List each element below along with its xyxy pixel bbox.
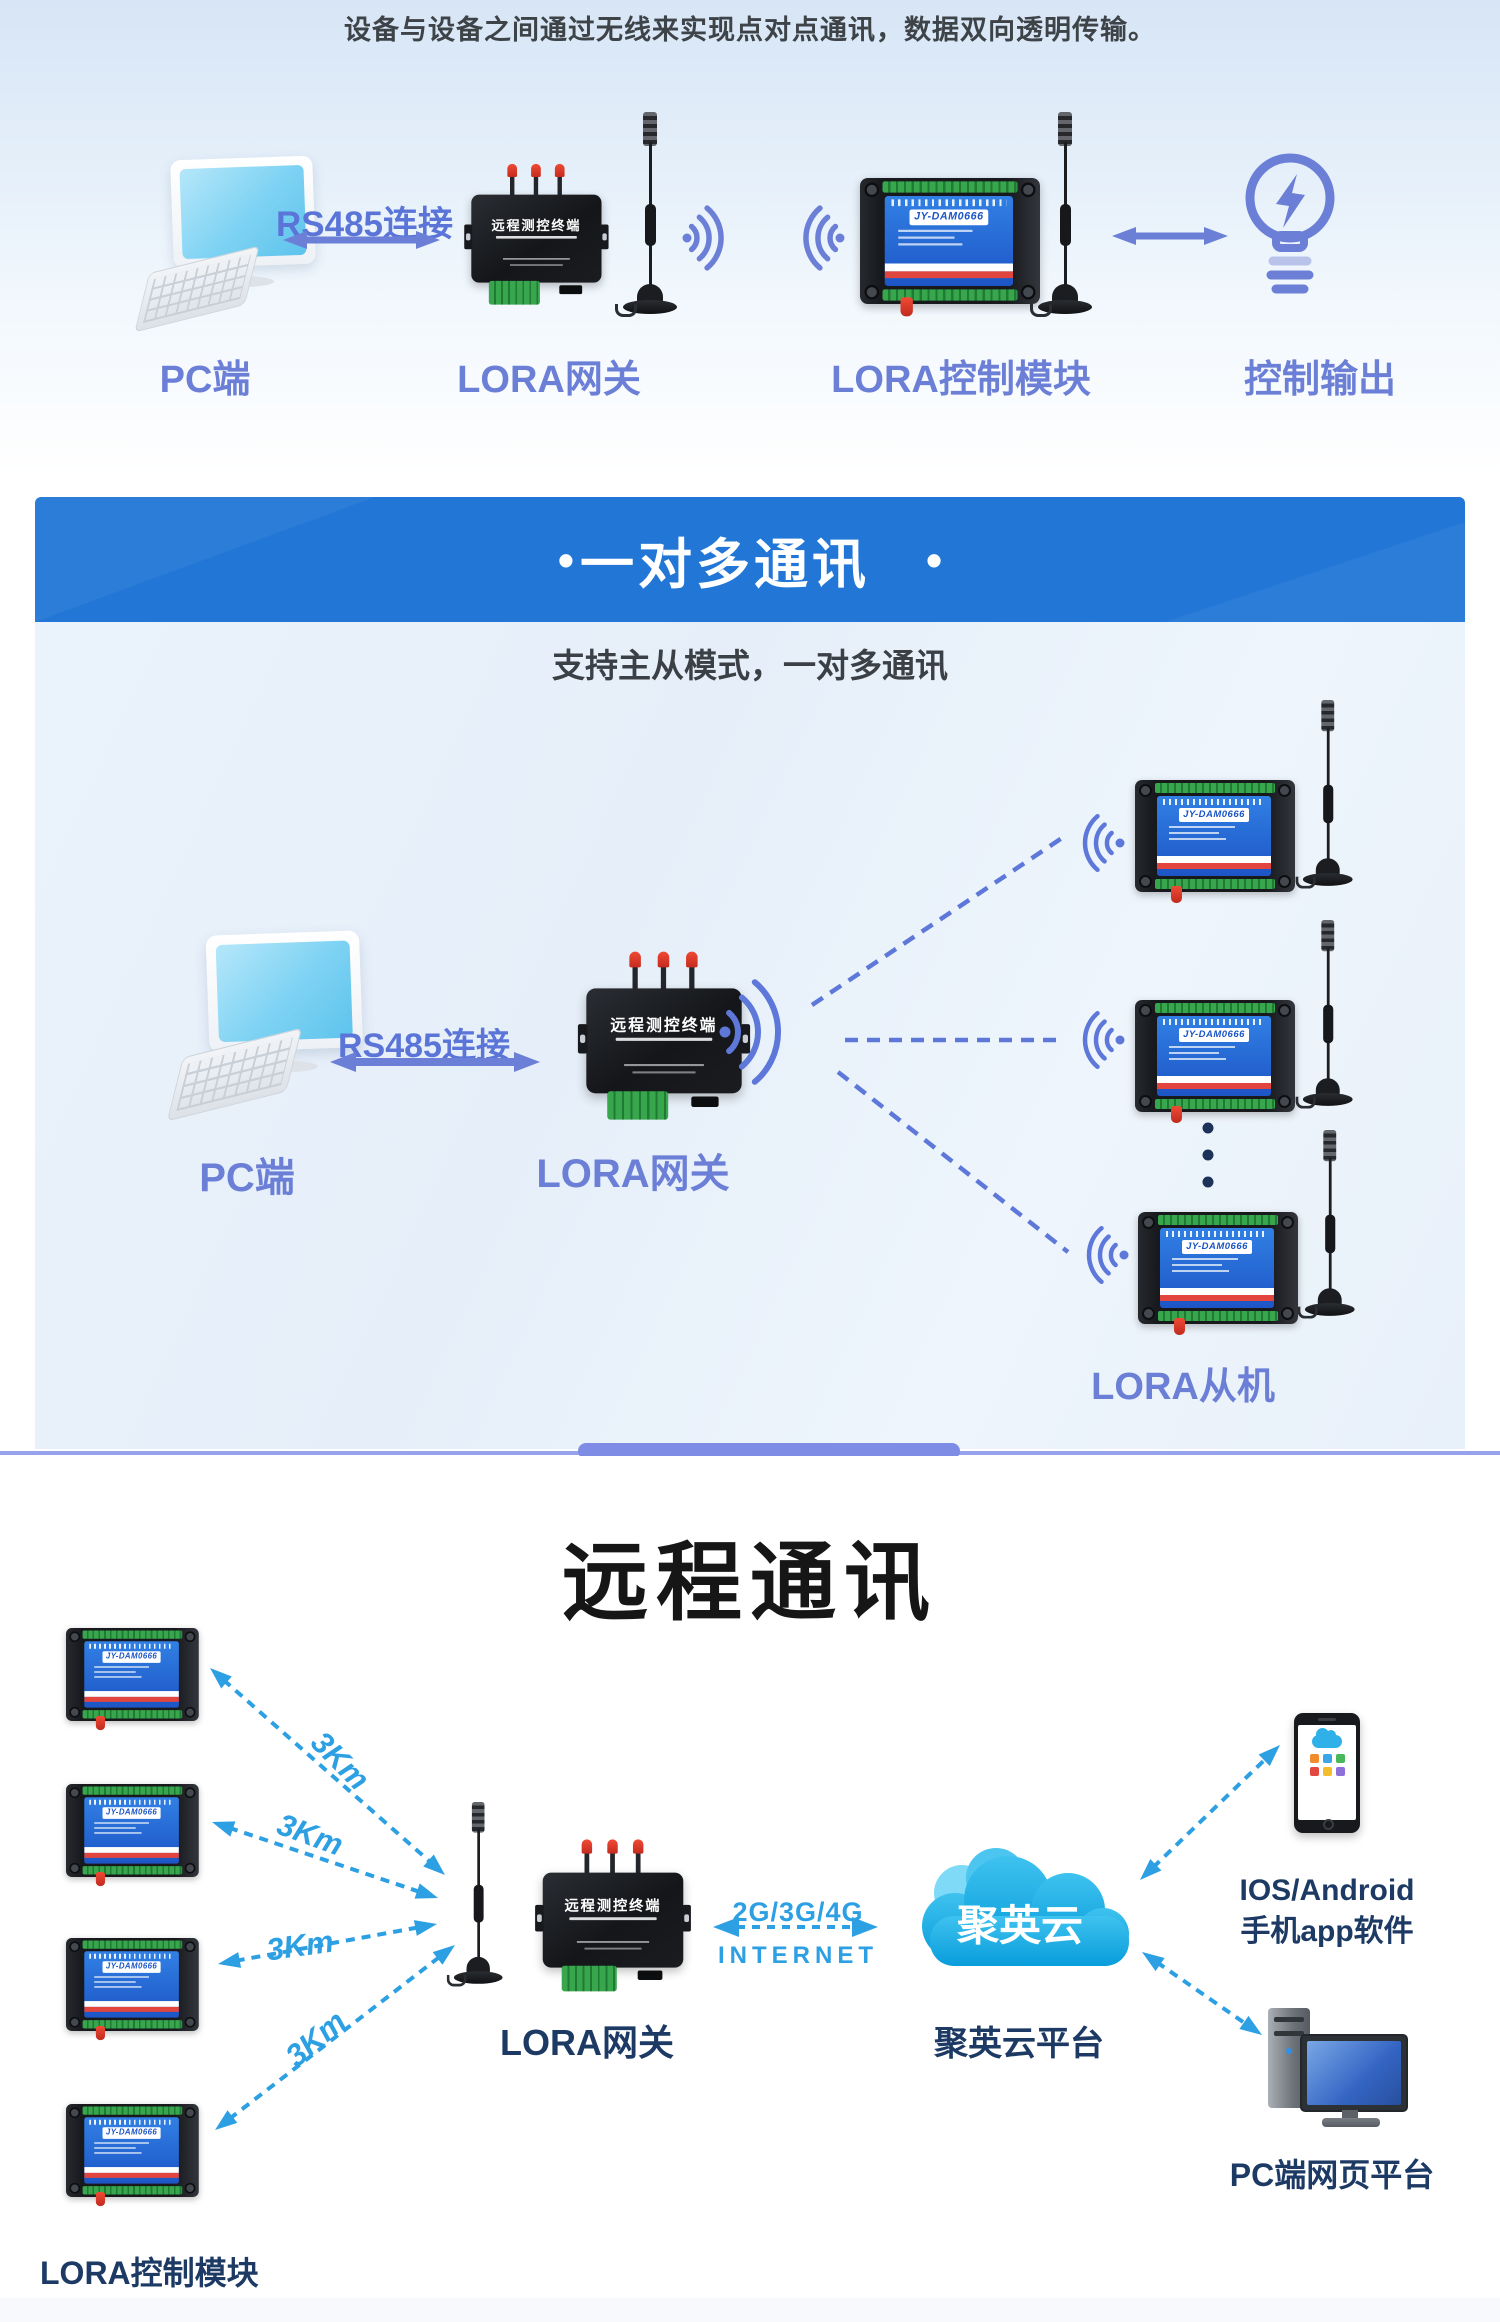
monitor-icon <box>1300 2034 1408 2112</box>
cloud-name-label: 聚英云 <box>956 1902 1083 1949</box>
whip-antenna-icon <box>615 112 678 320</box>
lora-slave-device: JY-DAM0666 <box>1135 1000 1295 1123</box>
module-model-label: JY-DAM0666 <box>1181 1240 1253 1254</box>
terminal-block-icon <box>488 280 540 305</box>
antenna-icon <box>686 951 698 991</box>
lora-slave-device: JY-DAM0666 <box>1138 1212 1298 1335</box>
lora-gateway-device: 远程测控终端 <box>464 163 609 307</box>
control-module-device: JY-DAM0666 <box>66 1938 199 2041</box>
whip-antenna-icon <box>1030 112 1093 320</box>
label-lora-slave: LORA从机 <box>1091 1366 1275 1408</box>
lora-gateway-device: 远程测控终端 <box>577 951 751 1123</box>
signal-arcs-icon <box>803 205 845 271</box>
desktop-icon <box>1268 2008 1418 2128</box>
terminal-block-icon <box>607 1091 669 1120</box>
module-model-label: JY-DAM0666 <box>102 1807 161 1819</box>
module-model-label: JY-DAM0666 <box>102 2127 161 2139</box>
bulb-lightning-icon <box>1245 153 1335 294</box>
antenna-connector-icon <box>95 1871 106 1887</box>
distance-label: 3Km <box>272 1806 348 1863</box>
section2-subtitle: 支持主从模式，一对多通讯 <box>552 647 948 684</box>
label-lora-gateway: LORA网关 <box>500 2022 674 2063</box>
terminal-block-icon <box>561 1965 617 1992</box>
gateway-name-label: 远程测控终端 <box>610 1016 718 1035</box>
whip-antenna-icon <box>1295 920 1354 1111</box>
section3-title: 远程通讯 <box>562 1535 938 1631</box>
module-model-label: JY-DAM0666 <box>1178 808 1250 822</box>
section-remote-communication: 远程通讯 JY-DAM0666 JY-DAM0666 <box>0 1456 1500 2322</box>
label-control-output: 控制输出 <box>1243 359 1396 401</box>
control-module-device: JY-DAM0666 <box>66 1628 199 1731</box>
whip-antenna-icon <box>1295 700 1354 891</box>
label-lora-control-modules: LORA控制模块 <box>40 2255 259 2291</box>
whip-antenna-icon <box>446 1802 503 1989</box>
section1-title: 设备与设备之间通过无线来实现点对点通讯，数据双向透明传输。 <box>344 15 1156 45</box>
lora-slave-device: JY-DAM0666 <box>1135 780 1295 903</box>
antenna-connector-icon <box>95 2191 106 2207</box>
label-mobile-app-line2: 手机app软件 <box>1240 1915 1414 1948</box>
control-module-device: JY-DAM0666 <box>860 178 1040 317</box>
gateway-name-label: 远程测控终端 <box>491 218 582 234</box>
pc-icon <box>134 155 330 333</box>
bullet-icon: • <box>557 533 574 586</box>
label-pc-web-platform: PC端网页平台 <box>1229 2157 1435 2193</box>
antenna-icon <box>507 163 518 197</box>
label-pc: PC端 <box>199 1156 295 1200</box>
antenna-connector-icon <box>95 2025 106 2041</box>
app-cloud-logo-icon <box>1312 1728 1342 1748</box>
label-lora-control-module: LORA控制模块 <box>831 359 1091 401</box>
module-model-label: JY-DAM0666 <box>909 209 989 226</box>
antenna-icon <box>531 163 541 197</box>
app-grid-icon <box>1298 1754 1356 1776</box>
module-model-label: JY-DAM0666 <box>1178 1028 1250 1042</box>
label-lora-gateway: LORA网关 <box>536 1152 730 1196</box>
cloud-icon: 聚英云 <box>922 1848 1129 1966</box>
antenna-connector-icon <box>95 1715 106 1731</box>
label-pc: PC端 <box>159 359 251 401</box>
label-lora-gateway: LORA网关 <box>457 359 641 401</box>
lora-gateway-device: 远程测控终端 <box>535 1839 691 1994</box>
section-one-to-many: • 一对多通讯 • 支持主从模式，一对多通讯 RS485连接 远程测控终端 <box>35 497 1465 1449</box>
distance-label: 3Km <box>304 1724 377 1797</box>
antenna-icon <box>629 951 641 991</box>
antenna-connector-icon <box>900 297 913 317</box>
section2-banner: • 一对多通讯 • <box>35 497 1465 622</box>
antenna-connector-icon <box>1174 1318 1185 1335</box>
distance-label: 3Km <box>278 2003 353 2074</box>
distance-label: 3Km <box>264 1923 336 1968</box>
rs485-link-label: RS485连接 <box>276 205 454 244</box>
signal-arcs-icon <box>682 205 724 271</box>
uplink-network-label: 2G/3G/4G <box>732 1897 864 1927</box>
antenna-icon <box>607 1839 618 1875</box>
antenna-icon <box>554 163 565 197</box>
control-module-device: JY-DAM0666 <box>66 2104 199 2207</box>
antenna-connector-icon <box>1171 1106 1182 1123</box>
antenna-icon <box>657 951 670 991</box>
antenna-connector-icon <box>1171 886 1182 903</box>
bottom-strip <box>0 2298 1500 2322</box>
section-divider-pill <box>578 1443 960 1459</box>
antenna-icon <box>581 1839 593 1875</box>
whip-antenna-icon <box>1297 1130 1356 1321</box>
pc-icon <box>166 930 378 1122</box>
rs485-link-label: RS485连接 <box>338 1027 510 1065</box>
section-point-to-point: 设备与设备之间通过无线来实现点对点通讯，数据双向透明传输。 RS485连接 远程… <box>0 0 1500 497</box>
module-model-label: JY-DAM0666 <box>102 1651 161 1663</box>
antenna-icon <box>632 1839 644 1875</box>
label-cloud-platform: 聚英云平台 <box>934 2025 1104 2063</box>
uplink-internet-label: INTERNET <box>718 1942 878 1969</box>
gateway-name-label: 远程测控终端 <box>564 1898 662 1915</box>
label-mobile-app-line1: IOS/Android <box>1239 1874 1415 1907</box>
banner-title: 一对多通讯 <box>580 535 870 595</box>
control-module-device: JY-DAM0666 <box>66 1784 199 1887</box>
bullet-icon: • <box>926 533 943 586</box>
module-model-label: JY-DAM0666 <box>102 1961 161 1973</box>
phone-icon <box>1294 1713 1360 1833</box>
